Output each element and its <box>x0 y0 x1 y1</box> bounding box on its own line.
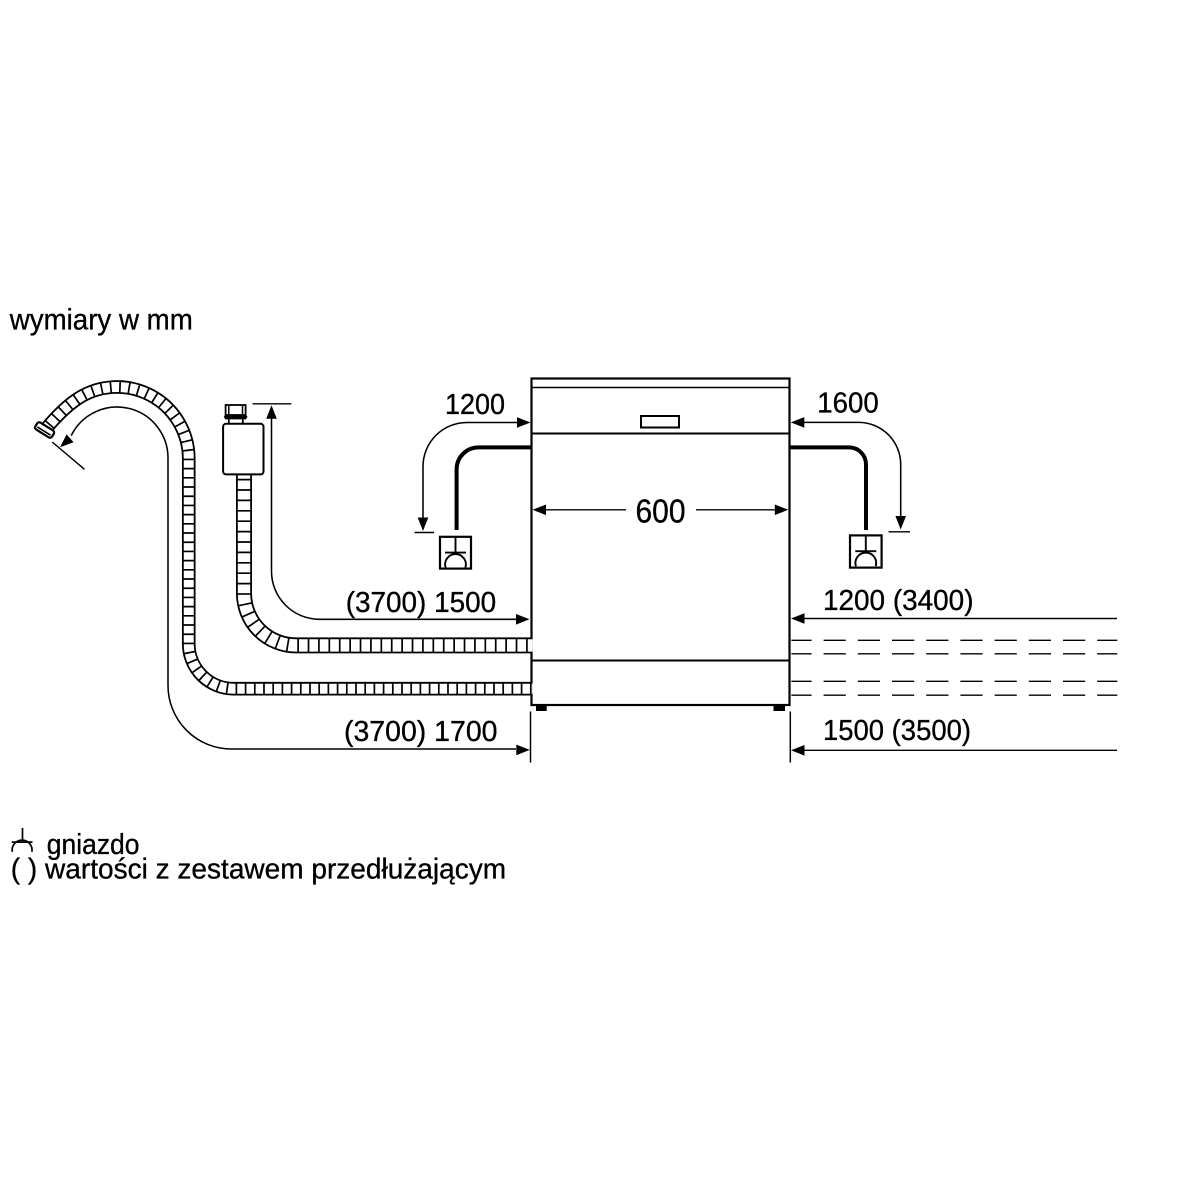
svg-text:( ) wartości z zestawem przedł: ( ) wartości z zestawem przedłużającym <box>11 854 506 886</box>
svg-text:1600: 1600 <box>817 388 878 420</box>
svg-text:1200 (3400): 1200 (3400) <box>823 585 974 617</box>
svg-text:wymiary w mm: wymiary w mm <box>9 304 193 337</box>
svg-text:1500 (3500): 1500 (3500) <box>823 715 971 747</box>
svg-text:gniazdo: gniazdo <box>47 829 140 861</box>
svg-text:(3700) 1500: (3700) 1500 <box>346 587 497 619</box>
svg-text:(3700) 1700: (3700) 1700 <box>344 716 498 748</box>
svg-text:600: 600 <box>636 492 686 529</box>
svg-text:1200: 1200 <box>445 389 505 421</box>
